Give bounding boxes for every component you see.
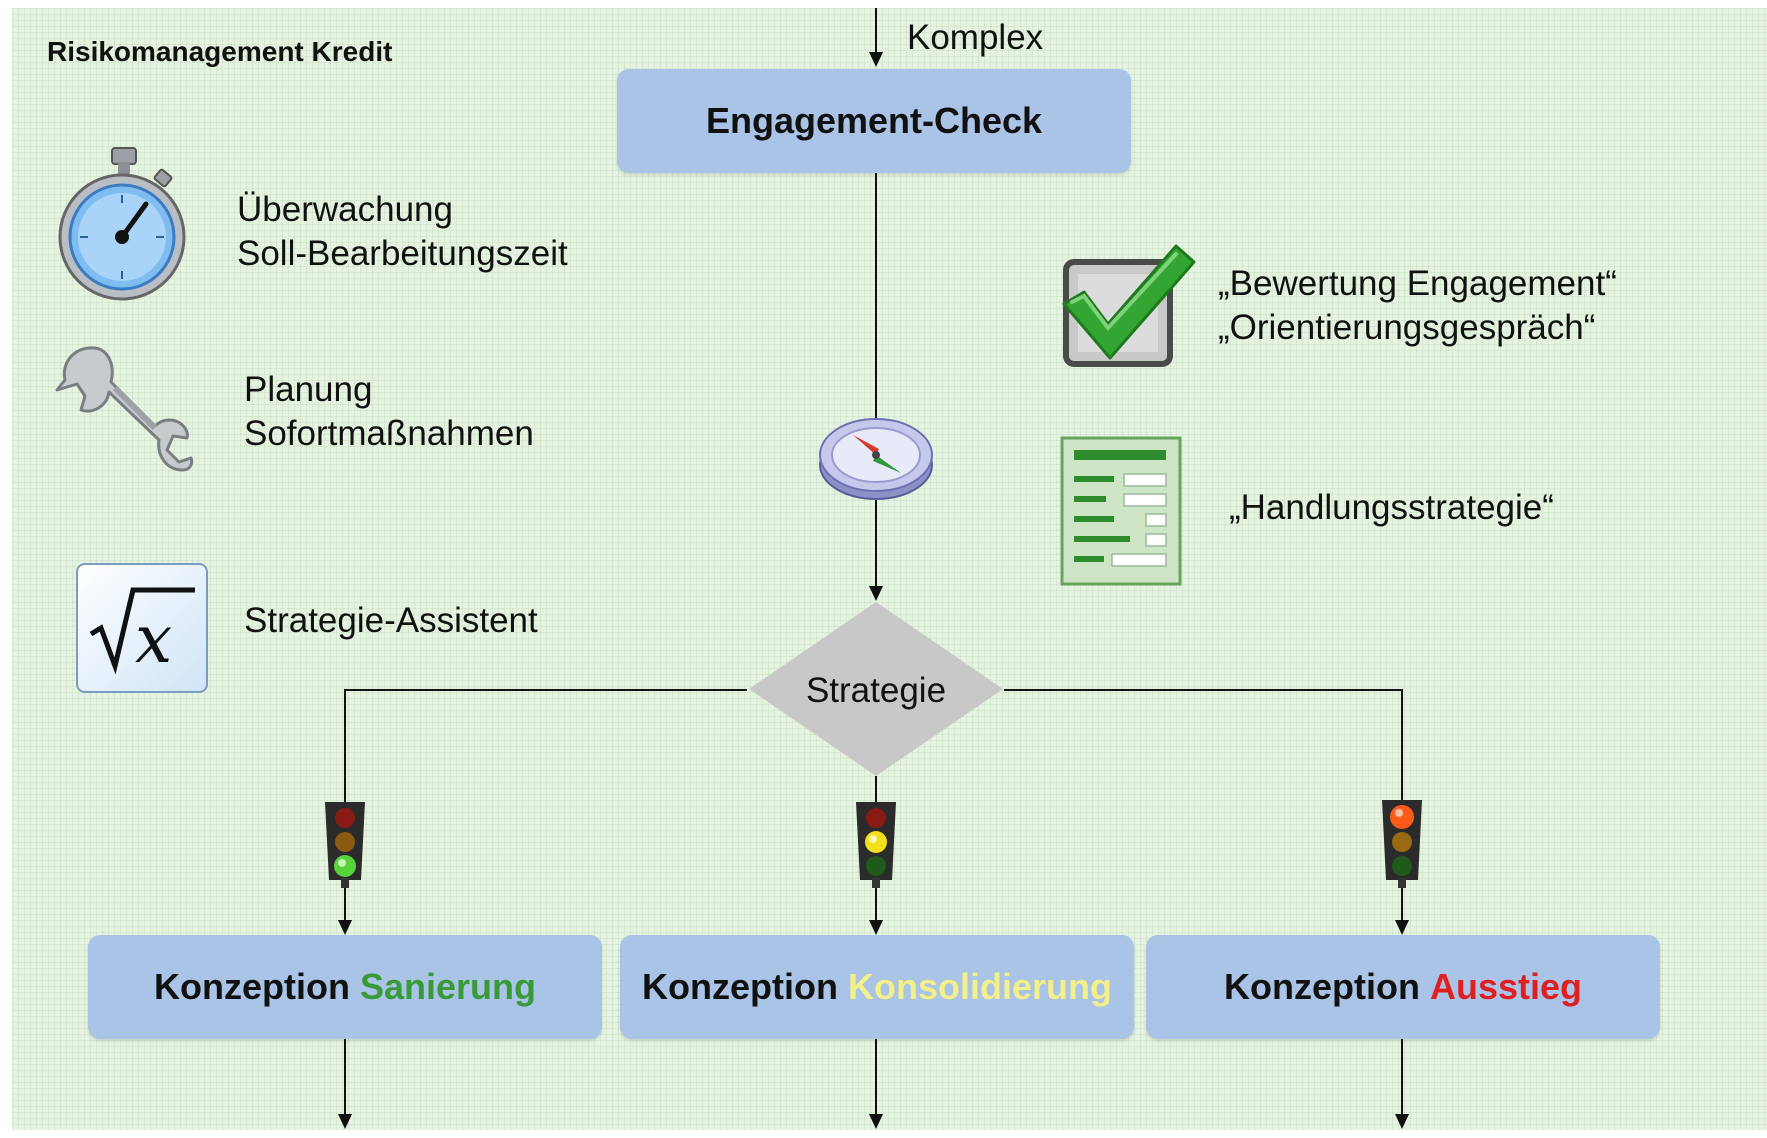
decision-label: Strategie	[805, 671, 947, 710]
arrowhead	[869, 586, 883, 601]
outcome-prefix: Konzeption	[1223, 966, 1420, 1007]
planning-label: Planung	[244, 370, 373, 409]
wrench-icon	[55, 346, 194, 472]
square-root-icon: x	[76, 563, 208, 693]
outcome-box-konsolidierung[interactable]: Konzeption Konsolidierung	[620, 935, 1134, 1039]
immediate-measures-label: Sofortmaßnahmen	[244, 414, 534, 453]
processing-time-label: Soll-Bearbeitungszeit	[237, 234, 568, 273]
outcome-prefix: Konzeption	[153, 966, 350, 1007]
outcome-box-ausstieg[interactable]: Konzeption Ausstieg	[1146, 935, 1660, 1039]
branch-right-line	[1004, 689, 1403, 802]
outcome-word-konsolidierung: Konsolidierung	[847, 966, 1112, 1007]
outcome-prefix: Konzeption	[642, 966, 838, 1007]
action-strategy-label: „Handlungsstrategie“	[1229, 488, 1554, 527]
outcome-word-sanierung: Sanierung	[359, 966, 536, 1007]
strategy-decision-diamond[interactable]	[745, 600, 1007, 778]
arrowhead	[338, 1114, 352, 1129]
traffic-light-green-icon	[325, 802, 365, 888]
traffic-light-yellow-icon	[856, 802, 896, 888]
arrowhead	[869, 1114, 883, 1129]
entry-label: Komplex	[907, 18, 1044, 57]
strategy-assistant-label: Strategie-Assistent	[244, 601, 538, 640]
arrowhead	[869, 920, 883, 935]
stopwatch-icon	[58, 147, 186, 301]
orientation-talk-label: „Orientierungsgespräch“	[1218, 308, 1596, 347]
arrowhead	[338, 920, 352, 935]
traffic-light-red-icon	[1382, 800, 1422, 888]
page-title: Risikomanagement Kredit	[47, 36, 393, 67]
arrowhead	[869, 52, 883, 67]
outcome-box-sanierung[interactable]: Konzeption Sanierung	[88, 935, 602, 1039]
compass-icon	[819, 418, 933, 500]
arrowhead	[1395, 920, 1409, 935]
assessment-label: „Bewertung Engagement“	[1218, 264, 1617, 303]
branch-left-line	[344, 689, 747, 802]
arrowhead	[1395, 1114, 1409, 1129]
svg-text:x: x	[135, 601, 172, 678]
outcome-word-ausstieg: Ausstieg	[1429, 966, 1583, 1007]
form-document-icon	[1060, 436, 1182, 586]
monitoring-label: Überwachung	[237, 190, 453, 229]
engagement-check-box[interactable]: Engagement-Check	[617, 69, 1131, 173]
engagement-check-label: Engagement-Check	[705, 100, 1043, 141]
checkmark-icon	[1062, 244, 1196, 367]
